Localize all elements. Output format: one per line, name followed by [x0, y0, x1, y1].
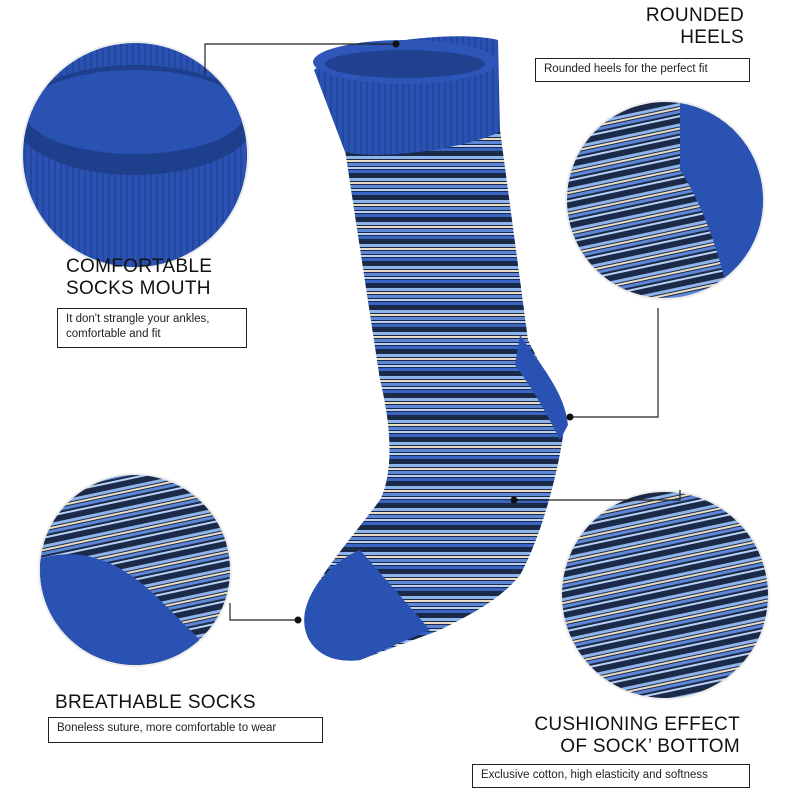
mouth-title-line1: COMFORTABLE: [66, 256, 213, 277]
mouth-description-line2: comfortable and fit: [66, 328, 161, 340]
heels-title: ROUNDED HEELS: [646, 5, 744, 49]
heels-title-line2: HEELS: [680, 27, 744, 48]
breathable-description-line1: Boneless suture, more comfortable to wea…: [57, 722, 277, 734]
cushion-description-line1: Exclusive cotton, high elasticity and so…: [481, 769, 708, 781]
mouth-title-line2: SOCKS MOUTH: [66, 278, 211, 299]
breathable-title: BREATHABLE SOCKS: [55, 692, 256, 714]
zoom-circle-breathable: [38, 473, 232, 667]
breathable-description: Boneless suture, more comfortable to wea…: [48, 717, 323, 743]
zoom-circle-sock-mouth: [21, 41, 249, 269]
cushion-title: CUSHIONING EFFECT OF SOCK’ BOTTOM: [534, 714, 740, 758]
zoom-circle-heel: [565, 100, 765, 300]
leader-dots: [294, 40, 574, 624]
cushion-title-line2: OF SOCK’ BOTTOM: [560, 736, 740, 757]
mouth-description-line1: It don't strangle your ankles,: [66, 313, 210, 325]
breathable-title-line1: BREATHABLE SOCKS: [55, 692, 256, 713]
heels-description-line1: Rounded heels for the perfect fit: [544, 63, 708, 75]
heels-description: Rounded heels for the perfect fit: [535, 58, 750, 82]
leader-lines: [204, 43, 681, 621]
heels-title-line1: ROUNDED: [645, 5, 744, 26]
mouth-description: It don't strangle your ankles, comfortab…: [57, 308, 247, 348]
sock: [304, 36, 568, 661]
mouth-title: COMFORTABLE SOCKS MOUTH: [66, 256, 212, 300]
zoom-circle-cushioning: [560, 490, 770, 700]
cushion-description: Exclusive cotton, high elasticity and so…: [472, 764, 750, 788]
cushion-title-line1: CUSHIONING EFFECT: [534, 714, 740, 735]
